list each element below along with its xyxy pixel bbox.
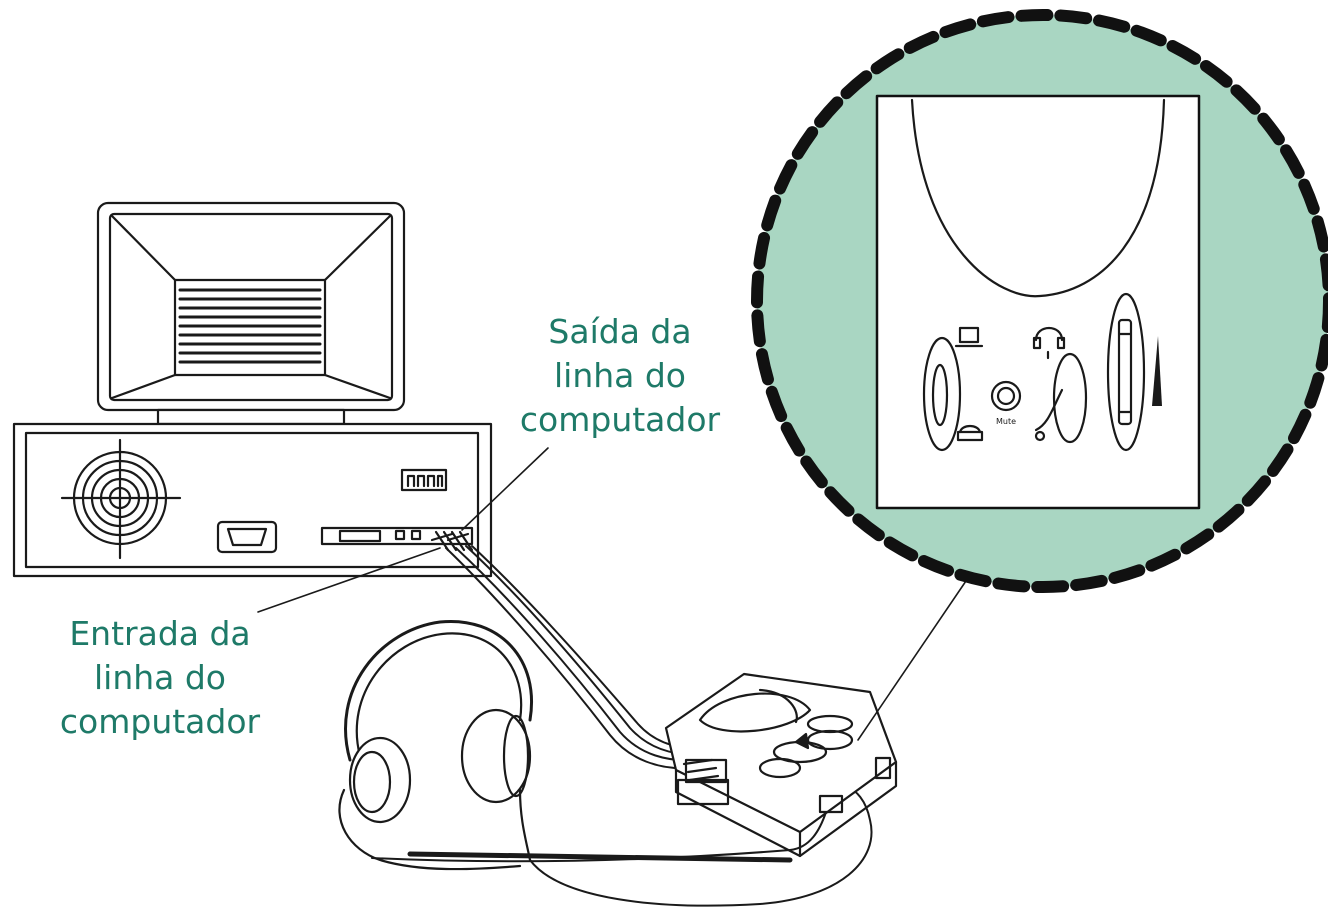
line-in-label-line2: linha do <box>93 658 227 697</box>
audio-jacks <box>430 530 474 552</box>
network-port <box>400 468 448 492</box>
sound-card-panel <box>320 526 474 546</box>
line-in-label-line1: Entrada da <box>69 614 251 653</box>
mute-button-icon: Mute <box>990 380 1022 426</box>
line-out-label-line3: computador <box>519 400 721 439</box>
headset-icon <box>338 619 533 871</box>
amplifier-unit <box>664 672 898 858</box>
fan-icon <box>60 438 182 560</box>
volume-slider <box>1106 292 1146 452</box>
headset-cables <box>371 785 873 907</box>
svg-text:Mute: Mute <box>996 417 1016 426</box>
line-out-label-line2: linha do <box>553 356 687 395</box>
right-slider-control <box>1034 352 1088 444</box>
line-in-leader <box>257 547 441 613</box>
line-out-leader <box>461 447 549 531</box>
line-in-label: Entrada da linha do computador <box>40 612 280 744</box>
line-out-label: Saída da linha do computador <box>500 310 740 442</box>
zoom-detail: Mute <box>751 9 1328 593</box>
screen-pattern <box>178 288 322 364</box>
headset-mini-icon <box>1032 326 1066 360</box>
monitor <box>96 201 406 426</box>
line-out-label-line1: Saída da <box>548 312 692 351</box>
telephone-icon <box>956 424 984 442</box>
computer-case <box>12 422 493 578</box>
line-in-label-line3: computador <box>59 702 261 741</box>
zoom-leader <box>857 577 969 741</box>
volume-wedge-icon <box>1152 336 1162 406</box>
serial-port <box>216 520 278 554</box>
left-slider-control <box>922 336 962 452</box>
computer-icon <box>954 326 984 348</box>
